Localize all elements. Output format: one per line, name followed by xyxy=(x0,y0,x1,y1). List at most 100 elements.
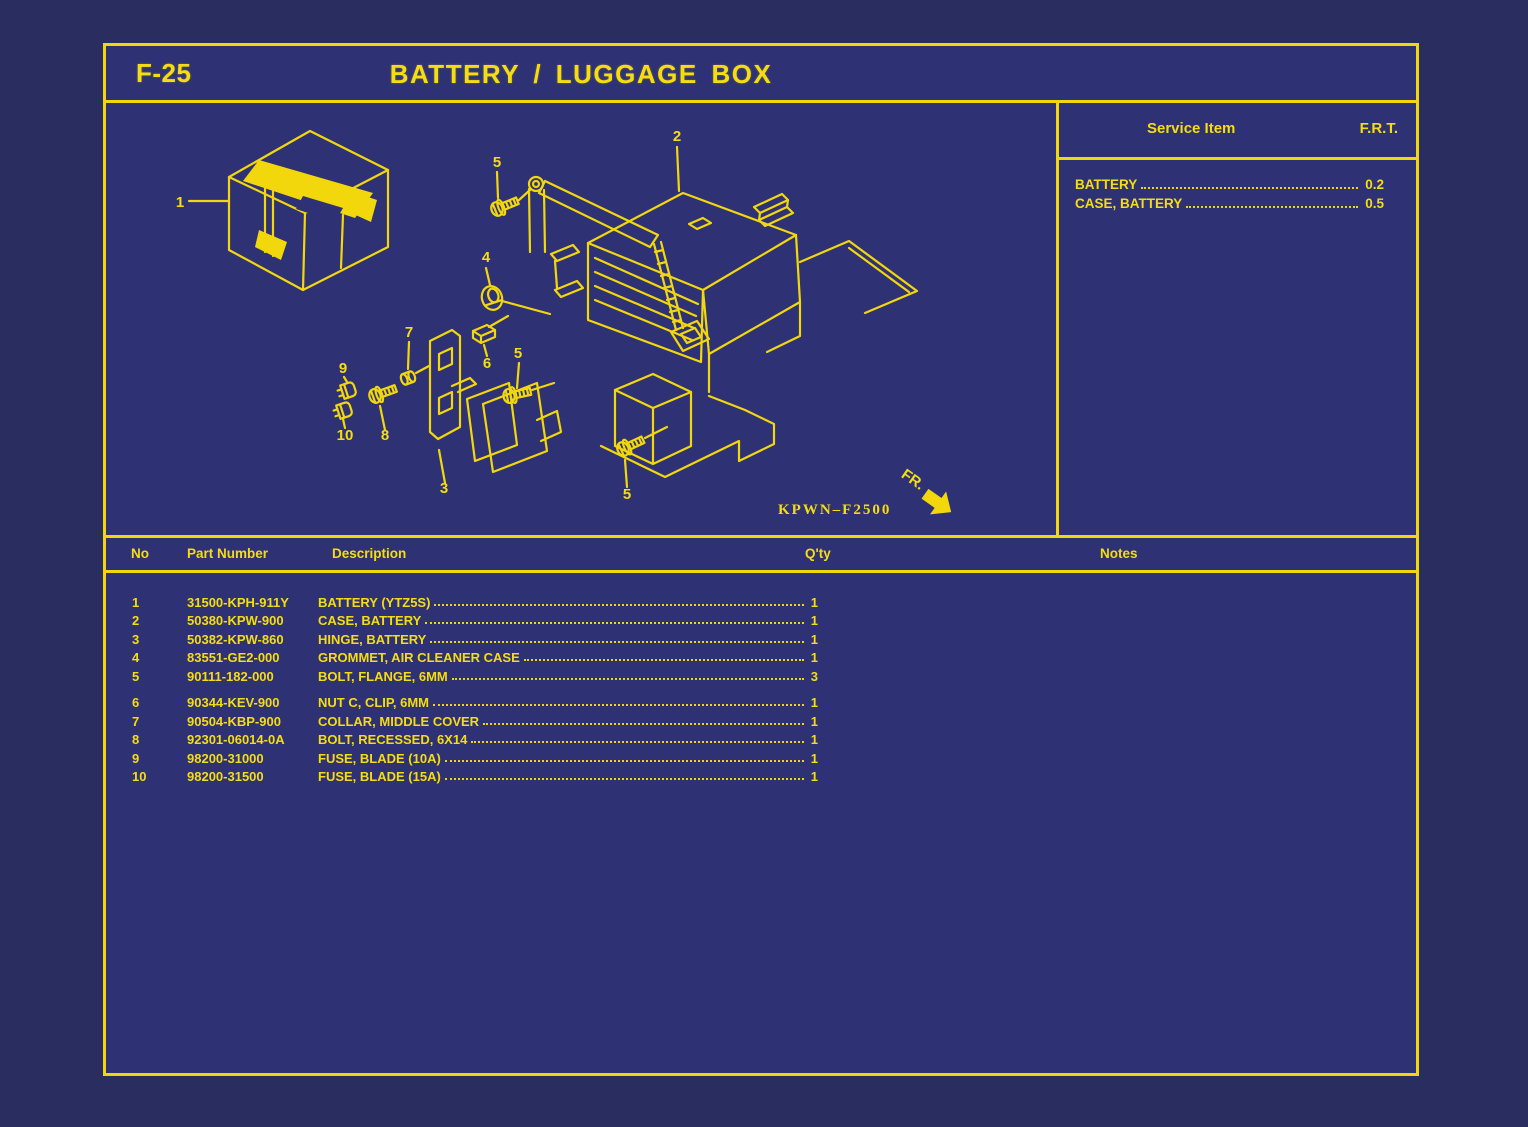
service-item-frt: 0.5 xyxy=(1365,196,1384,211)
table-row: 9 98200-31000 FUSE, BLADE (10A)1 xyxy=(106,747,818,766)
leader-line-7 xyxy=(406,340,431,375)
fuse-10a-icon xyxy=(335,380,358,402)
exploded-diagram: 1 xyxy=(106,100,1053,535)
header-part-number: Part Number xyxy=(187,546,269,561)
cell-description: FUSE, BLADE (10A) xyxy=(318,750,441,766)
dotted-leader xyxy=(430,640,804,643)
bolt-bottom-link-line xyxy=(643,425,669,440)
leader-line-5-top xyxy=(495,170,500,200)
leader-line-8 xyxy=(378,404,387,432)
cell-description: BATTERY (YTZ5S) xyxy=(318,594,431,610)
flange-bolt-icon xyxy=(613,431,648,460)
cell-part-number: 92301-06014-0A xyxy=(187,732,285,747)
service-row: BATTERY 0.2 xyxy=(1059,173,1416,192)
dotted-leader xyxy=(1186,206,1358,208)
frt-header: F.R.T. xyxy=(1359,120,1398,137)
service-item-name: BATTERY xyxy=(1075,177,1138,192)
dotted-leader xyxy=(444,759,804,762)
cell-part-number: 90504-KBP-900 xyxy=(187,713,281,729)
cell-description: COLLAR, MIDDLE COVER xyxy=(318,713,480,729)
dotted-leader xyxy=(523,659,804,661)
leader-line-4 xyxy=(484,266,492,287)
cell-qty: 1 xyxy=(810,650,818,665)
cell-no: 10 xyxy=(132,769,147,784)
fuse-15a-icon xyxy=(331,400,354,422)
cell-no: 2 xyxy=(132,613,140,628)
cell-qty: 1 xyxy=(810,713,818,729)
recessed-bolt-icon xyxy=(365,379,400,407)
flange-bolt-icon xyxy=(487,192,522,220)
table-row: 7 90504-KBP-900 COLLAR, MIDDLE COVER 1 xyxy=(106,710,818,729)
cell-part-number: 83551-GE2-000 xyxy=(187,650,280,665)
cell-description: GROMMET, AIR CLEANER CASE xyxy=(318,650,520,665)
table-row: 4 83551-GE2-000 GROMMET, AIR CLEANER CAS… xyxy=(106,647,818,665)
cell-qty: 1 xyxy=(810,695,818,710)
dotted-leader xyxy=(433,704,804,706)
cell-description: NUT C, CLIP, 6MM xyxy=(318,695,429,710)
leader-line-5-bottom xyxy=(623,458,629,489)
cell-no: 6 xyxy=(132,695,140,710)
fr-label: FR. xyxy=(898,466,928,494)
cell-qty: 1 xyxy=(810,769,818,784)
callout-6: 6 xyxy=(483,355,491,372)
cell-no: 9 xyxy=(132,750,140,766)
cell-description: CASE, BATTERY xyxy=(318,613,422,628)
cell-no: 8 xyxy=(132,732,140,747)
cell-qty: 1 xyxy=(810,613,818,628)
cell-qty: 1 xyxy=(810,594,818,610)
cell-part-number: 98200-31500 xyxy=(187,769,264,784)
title-band: F-25 BATTERY / LUGGAGE BOX xyxy=(106,46,1416,103)
dotted-leader xyxy=(451,677,804,680)
cell-no: 7 xyxy=(132,713,140,729)
service-item-name: CASE, BATTERY xyxy=(1075,196,1183,211)
parts-table-header: No Part Number Description Q'ty Notes xyxy=(106,535,1416,573)
service-panel-body: BATTERY 0.2 CASE, BATTERY 0.5 xyxy=(1059,160,1416,211)
cell-description: FUSE, BLADE (15A) xyxy=(318,769,441,784)
grommet-icon xyxy=(480,285,504,311)
cell-part-number: 50382-KPW-860 xyxy=(187,631,284,647)
table-row: 6 90344-KEV-900 NUT C, CLIP, 6MM 1 xyxy=(106,692,818,710)
callout-5-bottom: 5 xyxy=(623,486,631,503)
dotted-leader xyxy=(444,778,804,780)
leader-line-10 xyxy=(341,417,347,430)
cell-part-number: 90344-KEV-900 xyxy=(187,695,280,710)
callout-5-mid: 5 xyxy=(514,345,522,362)
table-row: 1 31500-KPH-911Y BATTERY (YTZ5S) 1 xyxy=(106,591,818,610)
header-no: No xyxy=(131,546,149,561)
cell-no: 5 xyxy=(132,668,140,684)
header-qty: Q'ty xyxy=(805,546,831,561)
cell-qty: 3 xyxy=(810,668,818,684)
fr-arrow-icon xyxy=(921,488,952,515)
leader-line-9 xyxy=(342,375,349,384)
cell-no: 1 xyxy=(132,594,140,610)
callout-8: 8 xyxy=(381,427,389,444)
dotted-leader xyxy=(425,622,804,624)
header-notes: Notes xyxy=(1100,546,1138,561)
dotted-leader xyxy=(483,722,804,725)
dotted-leader xyxy=(471,741,804,743)
leader-line-5-mid xyxy=(515,361,521,390)
leader-line-6 xyxy=(482,314,510,358)
callout-1: 1 xyxy=(176,194,184,211)
callout-10: 10 xyxy=(337,427,354,444)
cell-description: BOLT, RECESSED, 6X14 xyxy=(318,732,468,747)
catalog-page-frame: F-25 BATTERY / LUGGAGE BOX Service Item … xyxy=(103,43,1419,1076)
dotted-leader xyxy=(434,603,804,606)
luggage-box-part xyxy=(527,175,919,479)
cell-part-number: 31500-KPH-911Y xyxy=(187,594,289,610)
cell-description: BOLT, FLANGE, 6MM xyxy=(318,668,448,684)
table-row: 8 92301-06014-0A BOLT, RECESSED, 6X14 1 xyxy=(106,729,818,747)
service-panel-header: Service Item F.R.T. xyxy=(1059,100,1416,160)
service-row: CASE, BATTERY 0.5 xyxy=(1059,192,1416,211)
grommet-link-line xyxy=(500,299,552,316)
cell-no: 4 xyxy=(132,650,140,665)
service-item-header: Service Item xyxy=(1147,120,1236,137)
cell-qty: 1 xyxy=(810,732,818,747)
callout-9: 9 xyxy=(339,360,347,377)
cell-description: HINGE, BATTERY xyxy=(318,631,427,647)
cell-qty: 1 xyxy=(810,631,818,647)
